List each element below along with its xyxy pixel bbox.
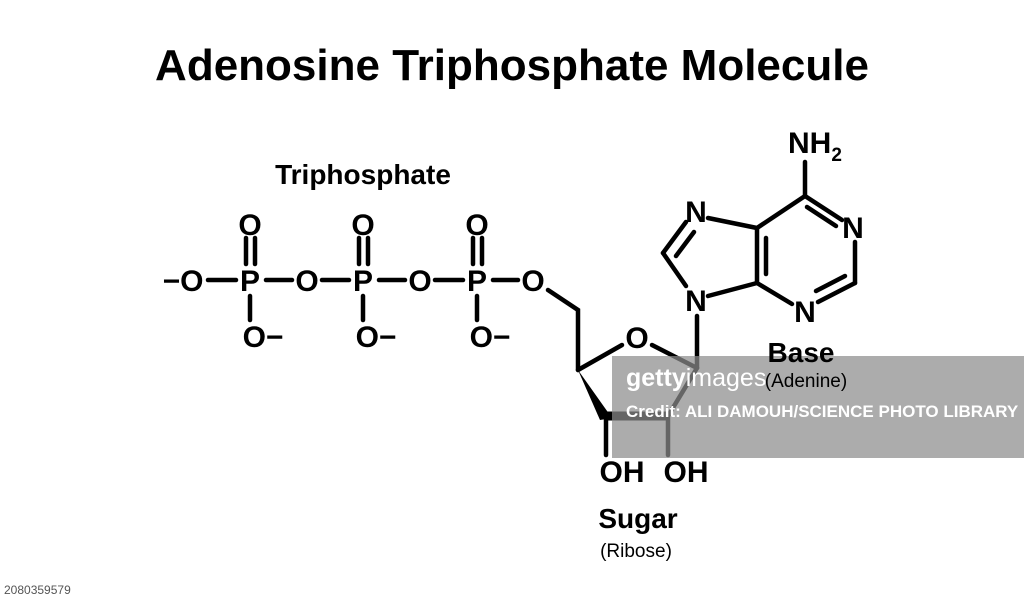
atom-ring-o: O [625, 322, 648, 355]
sugar-sublabel: (Ribose) [600, 541, 672, 562]
atom-o-bridge2: O [408, 265, 431, 298]
nh-text: NH [788, 127, 831, 160]
atom-oh-2: OH [664, 456, 709, 489]
atom-o-minus-bottom3: O− [470, 321, 511, 354]
atom-o-top1: O [238, 209, 261, 242]
watermark-credit: Credit: ALI DAMOUH/SCIENCE PHOTO LIBRARY [626, 402, 1019, 421]
watermark-logo: gettyimages [626, 364, 766, 393]
atom-n9: N [685, 285, 707, 318]
atom-o-minus-bottom2: O− [356, 321, 397, 354]
diagram-title: Adenosine Triphosphate Molecule [155, 41, 869, 90]
watermark-overlay: gettyimages Credit: ALI DAMOUH/SCIENCE P… [612, 356, 1024, 458]
atom-oh-3: OH [600, 456, 645, 489]
nh-subscript: 2 [831, 145, 842, 166]
atom-o-bridge1: O [295, 265, 318, 298]
atom-p3: P [467, 265, 487, 298]
atom-o-bridge3: O [521, 265, 544, 298]
logo-light: images [685, 364, 767, 392]
triphosphate-label: Triphosphate [275, 159, 451, 190]
atom-p1: P [240, 265, 260, 298]
phosphate-bonds [205, 235, 521, 323]
sugar-label: Sugar [598, 503, 677, 534]
atom-o-top3: O [465, 209, 488, 242]
image-id: 2080359579 [0, 582, 75, 598]
atom-nh2: NH2 [788, 127, 842, 166]
base-label: Base [768, 337, 835, 368]
atom-o-top2: O [351, 209, 374, 242]
atom-n1: N [842, 212, 864, 245]
atom-n7: N [685, 196, 707, 229]
logo-bold: getty [626, 364, 686, 392]
atom-o-minus: −O [163, 265, 204, 298]
atom-n3: N [794, 296, 816, 329]
adenine-bonds [660, 159, 858, 307]
atom-p2: P [353, 265, 373, 298]
atom-o-minus-bottom1: O− [243, 321, 284, 354]
base-sublabel: (Adenine) [765, 371, 847, 392]
